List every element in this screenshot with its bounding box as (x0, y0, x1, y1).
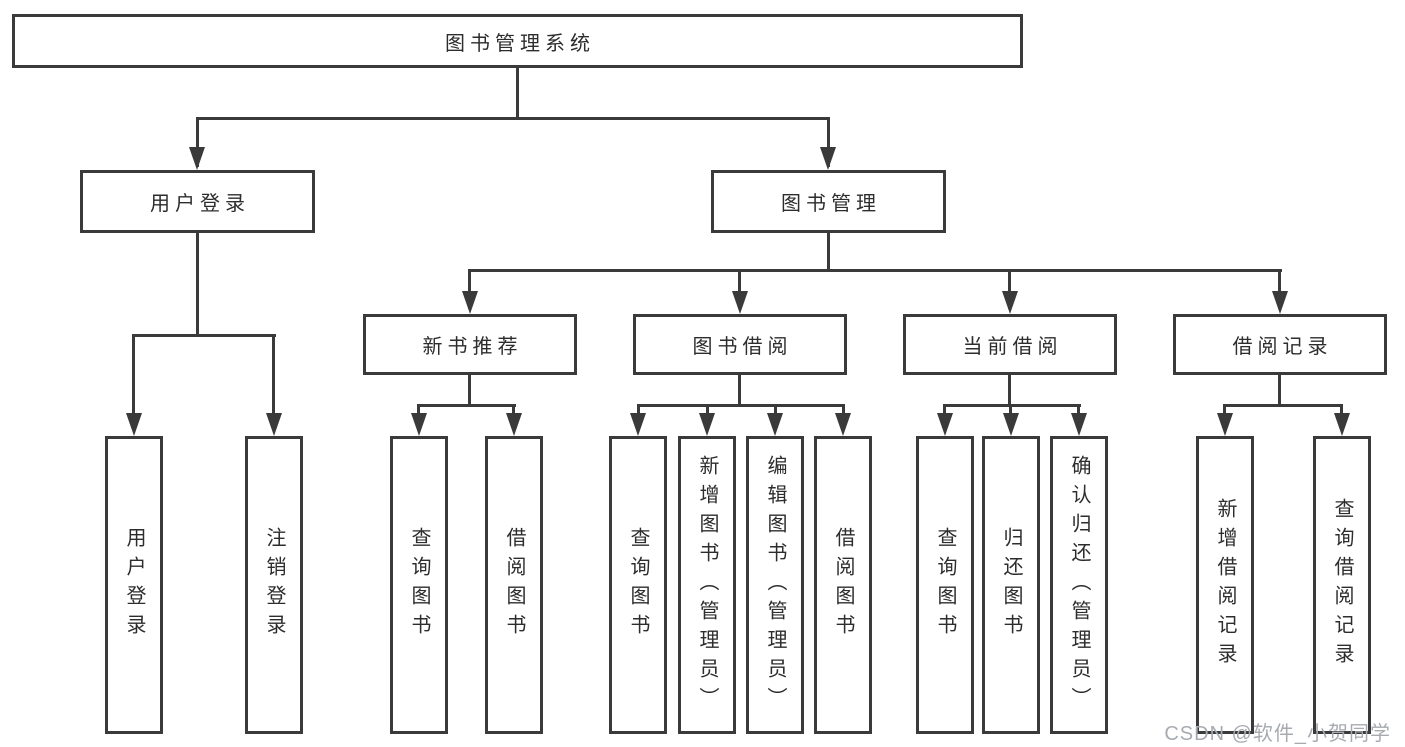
arrow-down-icon (1334, 413, 1350, 436)
leaf-return-books: 归还图书 (982, 436, 1040, 734)
leaf-logout: 注销登录 (245, 436, 303, 734)
node-user-login: 用户登录 (80, 170, 315, 233)
leaf-label: 新增图书（管理员） (696, 454, 718, 716)
arrow-down-icon (630, 413, 646, 436)
leaf-confirm-return-admin: 确认归还（管理员） (1050, 436, 1108, 734)
arrow-down-icon (1272, 291, 1288, 314)
arrow-down-icon (1217, 413, 1233, 436)
node-label: 图书借阅 (692, 336, 793, 358)
arrow-down-icon (937, 413, 953, 436)
leaf-edit-books-admin: 编辑图书（管理员） (746, 436, 804, 734)
node-borrow-records: 借阅记录 (1173, 314, 1387, 375)
connector-line (196, 117, 830, 120)
node-label: 当前借阅 (962, 336, 1063, 358)
connector-line (468, 375, 471, 406)
connector-line (1008, 269, 1011, 309)
node-label: 用户登录 (150, 193, 250, 215)
node-current-borrow: 当前借阅 (903, 314, 1117, 375)
leaf-add-borrow-record: 新增借阅记录 (1196, 436, 1254, 734)
connector-line (827, 117, 830, 167)
leaf-label: 查询借阅记录 (1331, 498, 1353, 672)
leaf-label: 查询图书 (627, 527, 649, 643)
arrow-down-icon (1071, 413, 1087, 436)
node-book-borrow: 图书借阅 (633, 314, 847, 375)
arrow-down-icon (820, 147, 836, 170)
connector-line (132, 334, 135, 429)
arrow-down-icon (699, 413, 715, 436)
arrow-down-icon (506, 413, 522, 436)
arrow-down-icon (189, 147, 205, 170)
leaf-label: 借阅图书 (832, 527, 854, 643)
connector-line (943, 404, 1081, 407)
leaf-label: 编辑图书（管理员） (764, 454, 786, 716)
node-new-book-recommend: 新书推荐 (363, 314, 577, 375)
arrow-down-icon (266, 413, 282, 436)
connector-line (417, 404, 516, 407)
leaf-label: 确认归还（管理员） (1068, 454, 1090, 716)
leaf-label: 查询图书 (934, 527, 956, 643)
node-library-system: 图书管理系统 (12, 14, 1023, 68)
leaf-query-books-borrow: 查询图书 (609, 436, 667, 734)
leaf-query-books-recommend: 查询图书 (390, 436, 448, 734)
leaf-label: 用户登录 (123, 527, 145, 643)
arrow-down-icon (1002, 291, 1018, 314)
watermark: CSDN @软件_小贺同学 (1164, 723, 1391, 745)
node-label: 图书管理 (781, 193, 881, 215)
node-label: 新书推荐 (422, 336, 523, 358)
connector-line (132, 334, 276, 337)
node-label: 借阅记录 (1232, 336, 1333, 358)
leaf-borrow-books-recommend: 借阅图书 (485, 436, 543, 734)
arrow-down-icon (767, 413, 783, 436)
connector-line (738, 375, 741, 406)
connector-line (1008, 375, 1011, 406)
arrow-down-icon (835, 413, 851, 436)
leaf-user-login: 用户登录 (105, 436, 163, 734)
arrow-down-icon (411, 413, 427, 436)
leaf-label: 查询图书 (408, 527, 430, 643)
node-book-management: 图书管理 (711, 170, 946, 233)
node-label: 图书管理系统 (445, 32, 595, 55)
connector-line (1223, 404, 1343, 407)
connector-line (468, 269, 471, 309)
connector-line (272, 334, 275, 429)
leaf-query-books-current: 查询图书 (916, 436, 974, 734)
leaf-label: 借阅图书 (503, 527, 525, 643)
arrow-down-icon (126, 413, 142, 436)
arrow-down-icon (732, 291, 748, 314)
leaf-label: 归还图书 (1000, 527, 1022, 643)
arrow-down-icon (1003, 413, 1019, 436)
leaf-add-books-admin: 新增图书（管理员） (678, 436, 736, 734)
connector-line (516, 68, 519, 119)
leaf-borrow-books: 借阅图书 (814, 436, 872, 734)
connector-line (637, 404, 845, 407)
leaf-label: 注销登录 (263, 527, 285, 643)
leaf-label: 新增借阅记录 (1214, 498, 1236, 672)
connector-line (738, 269, 741, 309)
connector-line (196, 117, 199, 167)
connector-line (827, 233, 830, 271)
arrow-down-icon (462, 291, 478, 314)
connector-line (468, 269, 1282, 272)
leaf-query-borrow-record: 查询借阅记录 (1313, 436, 1371, 734)
connector-line (1278, 375, 1281, 406)
connector-line (1278, 269, 1281, 309)
connector-line (196, 233, 199, 335)
